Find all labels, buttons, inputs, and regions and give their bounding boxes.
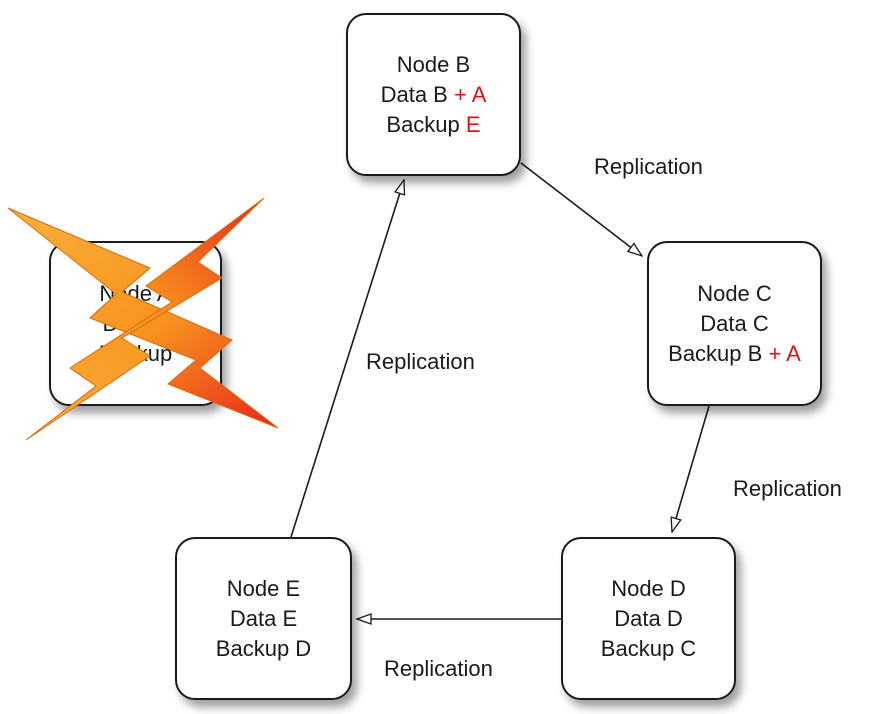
edge-label-b-to-c: Replication [594, 154, 703, 179]
node-a-backup: Backup [98, 340, 173, 366]
arrow-b-to-c [520, 162, 642, 256]
edge-label-e-to-b: Replication [366, 349, 475, 374]
node-c-data: Data C [700, 310, 769, 336]
node-c-backup: Backup B [668, 340, 763, 366]
node-e-backup: Backup D [215, 635, 312, 661]
node-c-backup-line: Backup B + A [668, 339, 801, 369]
node-a-data: Data A [102, 310, 169, 336]
node-e-name: Node E [226, 575, 301, 601]
node-a-box: Node A Data A Backup [49, 241, 222, 406]
arrow-c-to-d [672, 405, 710, 532]
node-e-data: Data E [229, 605, 298, 631]
node-c-backup-added: + A [768, 340, 801, 366]
node-b-name: Node B [396, 51, 471, 77]
node-b-backup-line: Backup E [386, 110, 480, 140]
node-c-name: Node C [697, 280, 772, 306]
node-b-box: Node B Data B + A Backup E [346, 13, 521, 176]
node-d-backup: Backup C [600, 635, 697, 661]
node-b-backup-added: E [465, 111, 481, 137]
node-d-data: Data D [614, 605, 683, 631]
node-e-box: Node E Data E Backup D [175, 537, 352, 700]
arrow-e-to-b [290, 180, 404, 538]
node-c-box: Node C Data C Backup B + A [647, 241, 822, 406]
node-b-data-line: Data B + A [381, 80, 487, 110]
node-d-box: Node D Data D Backup C [561, 537, 736, 700]
edge-label-d-to-e: Replication [384, 656, 493, 681]
node-b-data-added: + A [453, 81, 487, 107]
node-a-name: Node A [99, 280, 172, 306]
edge-label-c-to-d: Replication [733, 476, 842, 501]
node-b-data: Data B [380, 81, 448, 107]
node-b-backup: Backup [386, 111, 460, 137]
node-d-name: Node D [611, 575, 686, 601]
